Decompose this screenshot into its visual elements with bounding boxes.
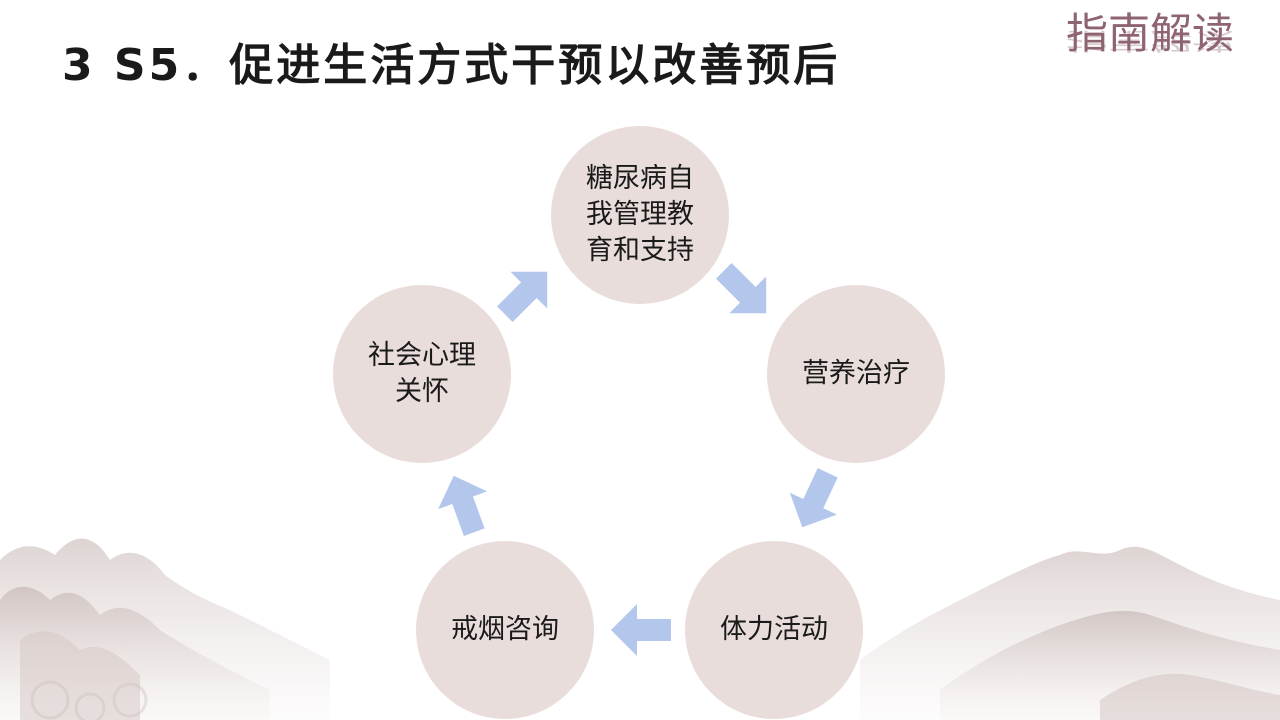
cycle-node-psychosocial-care: 社会心理 关怀 (333, 285, 511, 463)
cycle-arrow (438, 475, 488, 536)
cycle-arrow (611, 604, 671, 656)
cycle-node-self-management: 糖尿病自 我管理教 育和支持 (551, 126, 729, 304)
node-label: 体力活动 (720, 614, 828, 645)
cycle-node-smoking-cessation: 戒烟咨询 (416, 541, 594, 719)
cycle-node-physical-activity: 体力活动 (685, 541, 863, 719)
slide-title: 3 S5．促进生活方式干预以改善预后 (62, 40, 841, 91)
badge-label: 指南解读 (1066, 9, 1235, 58)
cycle-arrow (716, 263, 767, 314)
cycle-node-nutrition: 营养治疗 (767, 285, 945, 463)
cycle-arrow (789, 468, 838, 528)
node-label: 营养治疗 (802, 358, 910, 389)
guideline-badge: 指南解读 指南解读 (1066, 6, 1246, 96)
node-label: 糖尿病自 我管理教 育和支持 (586, 163, 694, 266)
cycle-arrow (497, 271, 548, 322)
node-label: 社会心理 关怀 (368, 340, 476, 407)
node-label: 戒烟咨询 (451, 614, 559, 645)
